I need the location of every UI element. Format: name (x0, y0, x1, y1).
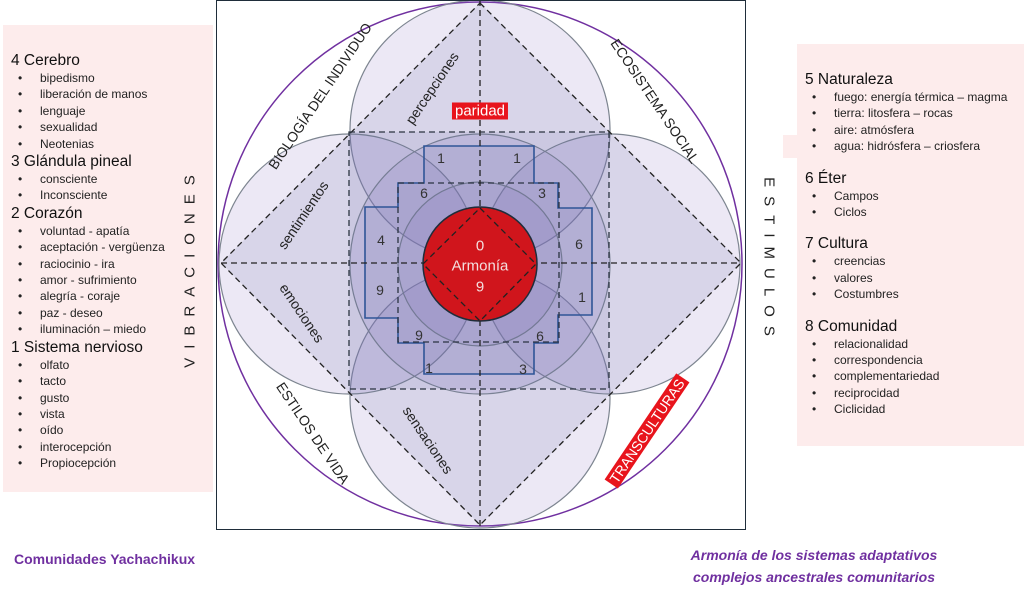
legend-item: relacionalidad (805, 336, 1024, 353)
legend-item: correspondencia (805, 352, 1024, 369)
legend-item: agua: hidrósfera – criosfera (805, 138, 1024, 155)
legend-item: bipedismo (11, 70, 213, 87)
legend-item: tacto (11, 373, 213, 390)
left-legend-panel: 4 Cerebrobipedismoliberación de manoslen… (3, 25, 213, 492)
legend-item: voluntad - apatía (11, 223, 213, 240)
step-number: 1 (437, 150, 445, 166)
legend-item: creencias (805, 253, 1024, 270)
legend-item: iluminación – miedo (11, 321, 213, 338)
footer-right-line2: complejos ancestrales comunitarios (693, 569, 935, 585)
legend-list: voluntad - apatíaaceptación - vergüenzar… (11, 223, 213, 338)
legend-item: sexualidad (11, 119, 213, 136)
legend-item: amor - sufrimiento (11, 272, 213, 289)
step-number: 1 (425, 360, 433, 376)
legend-list: creenciasvaloresCostumbres (805, 253, 1024, 303)
legend-group: 6 ÉterCamposCiclos (805, 169, 1024, 221)
step-number: 1 (578, 289, 586, 305)
step-number: 6 (536, 328, 544, 344)
legend-item: aire: atmósfera (805, 122, 1024, 139)
legend-item: vista (11, 406, 213, 423)
legend-group-title: 8 Comunidad (805, 317, 898, 335)
inner-dashed-square (397, 182, 560, 343)
legend-item: aceptación - vergüenza (11, 239, 213, 256)
legend-item: gusto (11, 390, 213, 407)
legend-item: oído (11, 422, 213, 439)
legend-item: Inconsciente (11, 187, 213, 204)
center-label: Armonía (451, 257, 509, 275)
legend-item: Campos (805, 188, 1024, 205)
legend-group: 1 Sistema nerviosoolfatotactogustovistao… (11, 338, 213, 472)
legend-item: consciente (11, 171, 213, 188)
decorative-patch (783, 135, 797, 158)
legend-item: Neotenias (11, 136, 213, 153)
legend-item: paz - deseo (11, 305, 213, 322)
legend-item: Ciclos (805, 204, 1024, 221)
step-number: 4 (377, 232, 385, 248)
paridad-tag: paridad (451, 102, 509, 120)
legend-group-title: 7 Cultura (805, 235, 868, 253)
step-number: 6 (575, 236, 583, 252)
legend-item: Propiocepción (11, 455, 213, 472)
legend-list: fuego: energía térmica – magmatierra: li… (805, 89, 1024, 155)
center-top-number: 0 (475, 237, 485, 255)
legend-list: bipedismoliberación de manoslenguajesexu… (11, 70, 213, 152)
legend-group: 7 CulturacreenciasvaloresCostumbres (805, 234, 1024, 303)
right-legend-panel: 5 Naturalezafuego: energía térmica – mag… (797, 44, 1024, 446)
legend-group-title: 1 Sistema nervioso (11, 338, 143, 356)
legend-group: 8 Comunidadrelacionalidadcorrespondencia… (805, 317, 1024, 418)
step-number: 6 (420, 185, 428, 201)
legend-group-title: 6 Éter (805, 169, 847, 187)
legend-item: alegría - coraje (11, 288, 213, 305)
legend-group-title: 3 Glándula pineal (11, 153, 132, 171)
legend-item: Costumbres (805, 286, 1024, 303)
legend-group: 4 Cerebrobipedismoliberación de manoslen… (11, 51, 213, 152)
footer-right-caption: Armonía de los sistemas adaptativos comp… (691, 544, 938, 588)
step-number: 9 (415, 327, 423, 343)
legend-item: lenguaje (11, 103, 213, 120)
legend-list: olfatotactogustovistaoídointerocepciónPr… (11, 357, 213, 472)
legend-item: valores (805, 270, 1024, 287)
legend-item: olfato (11, 357, 213, 374)
legend-item: complementariedad (805, 368, 1024, 385)
step-number: 3 (519, 361, 527, 377)
center-diamond (422, 207, 537, 322)
legend-group-title: 2 Corazón (11, 204, 83, 222)
legend-group-title: 5 Naturaleza (805, 71, 893, 88)
legend-group: 3 Glándula pinealconscienteInconsciente (11, 152, 213, 204)
legend-group-title: 4 Cerebro (11, 52, 80, 69)
center-bottom-number: 9 (475, 278, 485, 296)
legend-list: relacionalidadcorrespondenciacomplementa… (805, 336, 1024, 418)
legend-item: fuego: energía térmica – magma (805, 89, 1024, 106)
diagram-frame (216, 0, 746, 530)
footer-right-line1: Armonía de los sistemas adaptativos (690, 547, 938, 563)
footer-left-caption: Comunidades Yachachikux (14, 551, 196, 567)
legend-item: tierra: litosfera – rocas (805, 105, 1024, 122)
step-number: 3 (538, 185, 546, 201)
legend-group: 2 Corazónvoluntad - apatíaaceptación - v… (11, 204, 213, 338)
legend-group: 5 Naturalezafuego: energía térmica – mag… (805, 70, 1024, 155)
legend-item: Ciclicidad (805, 401, 1024, 418)
step-number: 9 (376, 282, 384, 298)
legend-item: raciocinio - ira (11, 256, 213, 273)
legend-item: interocepción (11, 439, 213, 456)
legend-item: liberación de manos (11, 86, 213, 103)
step-number: 1 (513, 150, 521, 166)
legend-list: CamposCiclos (805, 188, 1024, 221)
legend-item: reciprocidad (805, 385, 1024, 402)
legend-list: conscienteInconsciente (11, 171, 213, 204)
